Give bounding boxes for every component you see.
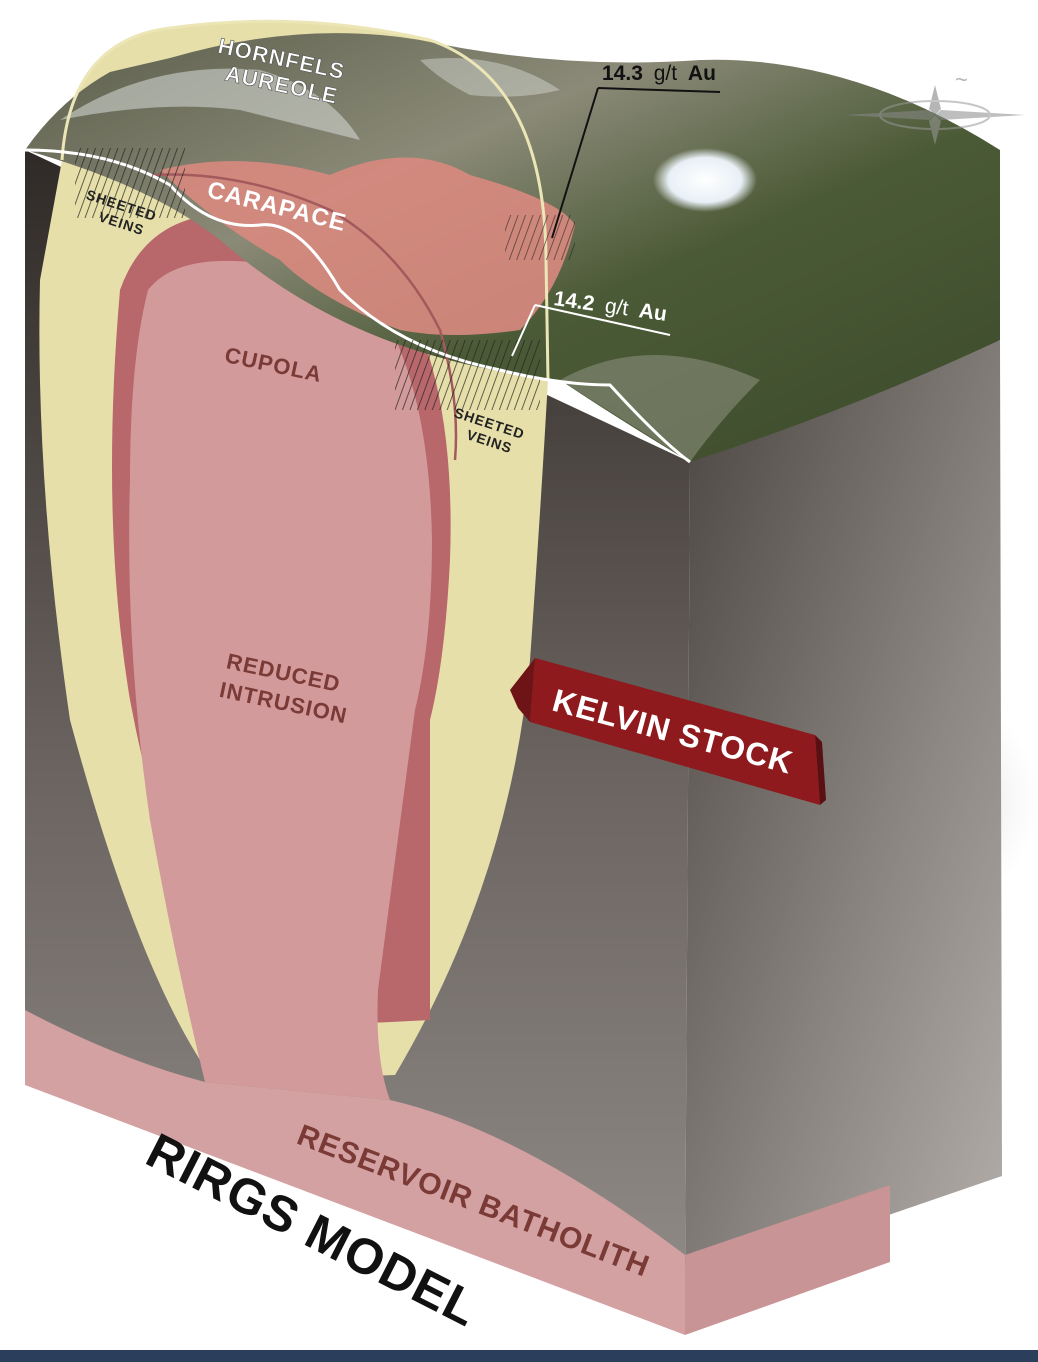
carapace-hatch — [505, 215, 575, 260]
assay-1-element: Au — [688, 62, 716, 85]
assay-1-value: 14.3 — [602, 62, 643, 85]
assay-2-element: Au — [637, 299, 668, 326]
bottom-bar — [0, 1350, 1038, 1362]
cloud — [653, 148, 757, 212]
svg-text:~: ~ — [955, 67, 968, 92]
block-side-face — [685, 340, 1002, 1285]
sheeted-veins-right-hatch — [395, 340, 540, 410]
assay-1-unit: g/t — [654, 62, 678, 85]
assay-2-unit: g/t — [604, 294, 630, 320]
assay-1: 14.3 g/t Au — [602, 62, 716, 85]
